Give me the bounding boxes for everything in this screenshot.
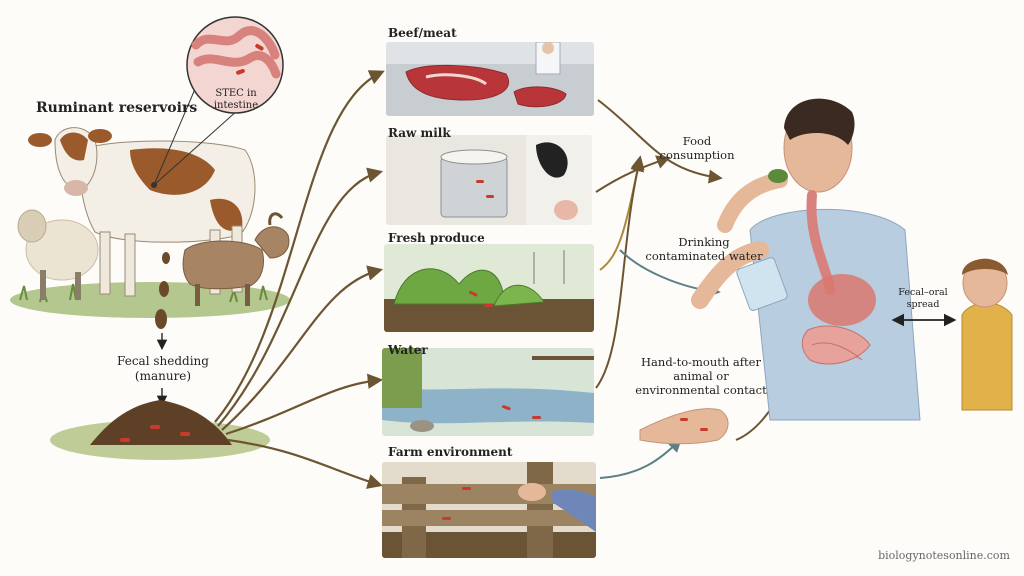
intestine-callout	[153, 16, 284, 186]
route-label-produce: Fresh produce	[388, 231, 485, 245]
manure-drops	[155, 252, 170, 329]
exposure-drinking-label: Drinking contaminated water	[645, 235, 763, 263]
fecal-oral-label: Fecal–oral spread	[898, 287, 948, 310]
panel-water	[382, 348, 594, 436]
fecal-shedding-label: Fecal shedding (manure)	[117, 354, 209, 383]
contaminated-hand-illustration	[639, 408, 729, 445]
panel-raw-milk	[386, 135, 592, 225]
credit-text: biologynotesonline.com	[878, 549, 1010, 562]
exposure-arrows	[595, 99, 794, 479]
route-label-water: Water	[388, 343, 428, 357]
panel-fresh-produce	[384, 244, 594, 332]
goat-illustration	[182, 212, 290, 306]
route-label-farm: Farm environment	[388, 445, 513, 459]
exposure-hand-label: Hand-to-mouth after animal or environmen…	[635, 355, 767, 397]
panel-farm-environment	[382, 462, 596, 558]
reservoir-title: Ruminant reservoirs	[36, 100, 198, 116]
adult-person-illustration	[691, 98, 921, 421]
route-label-beef: Beef/meat	[388, 26, 457, 40]
exposure-food-label: Food consumption	[659, 134, 735, 162]
callout-label: STEC in intestine	[213, 88, 259, 111]
manure-pile	[50, 400, 270, 460]
panel-beef	[386, 42, 594, 116]
child-illustration	[961, 258, 1013, 411]
source-arrows	[214, 70, 385, 489]
sheep-illustration	[17, 209, 99, 300]
route-label-milk: Raw milk	[388, 126, 451, 140]
